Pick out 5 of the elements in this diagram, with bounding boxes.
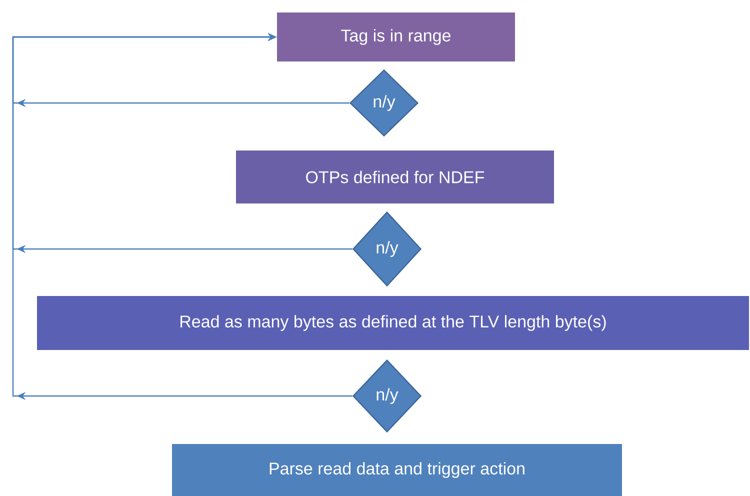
process-box: OTPs defined for NDEF	[236, 150, 554, 204]
process-box: Parse read data and trigger action	[172, 444, 622, 496]
process-box: Read as many bytes as defined at the TLV length byte(s)	[37, 296, 749, 350]
process-box: Tag is in range	[277, 12, 515, 62]
arrow	[12, 32, 352, 400]
